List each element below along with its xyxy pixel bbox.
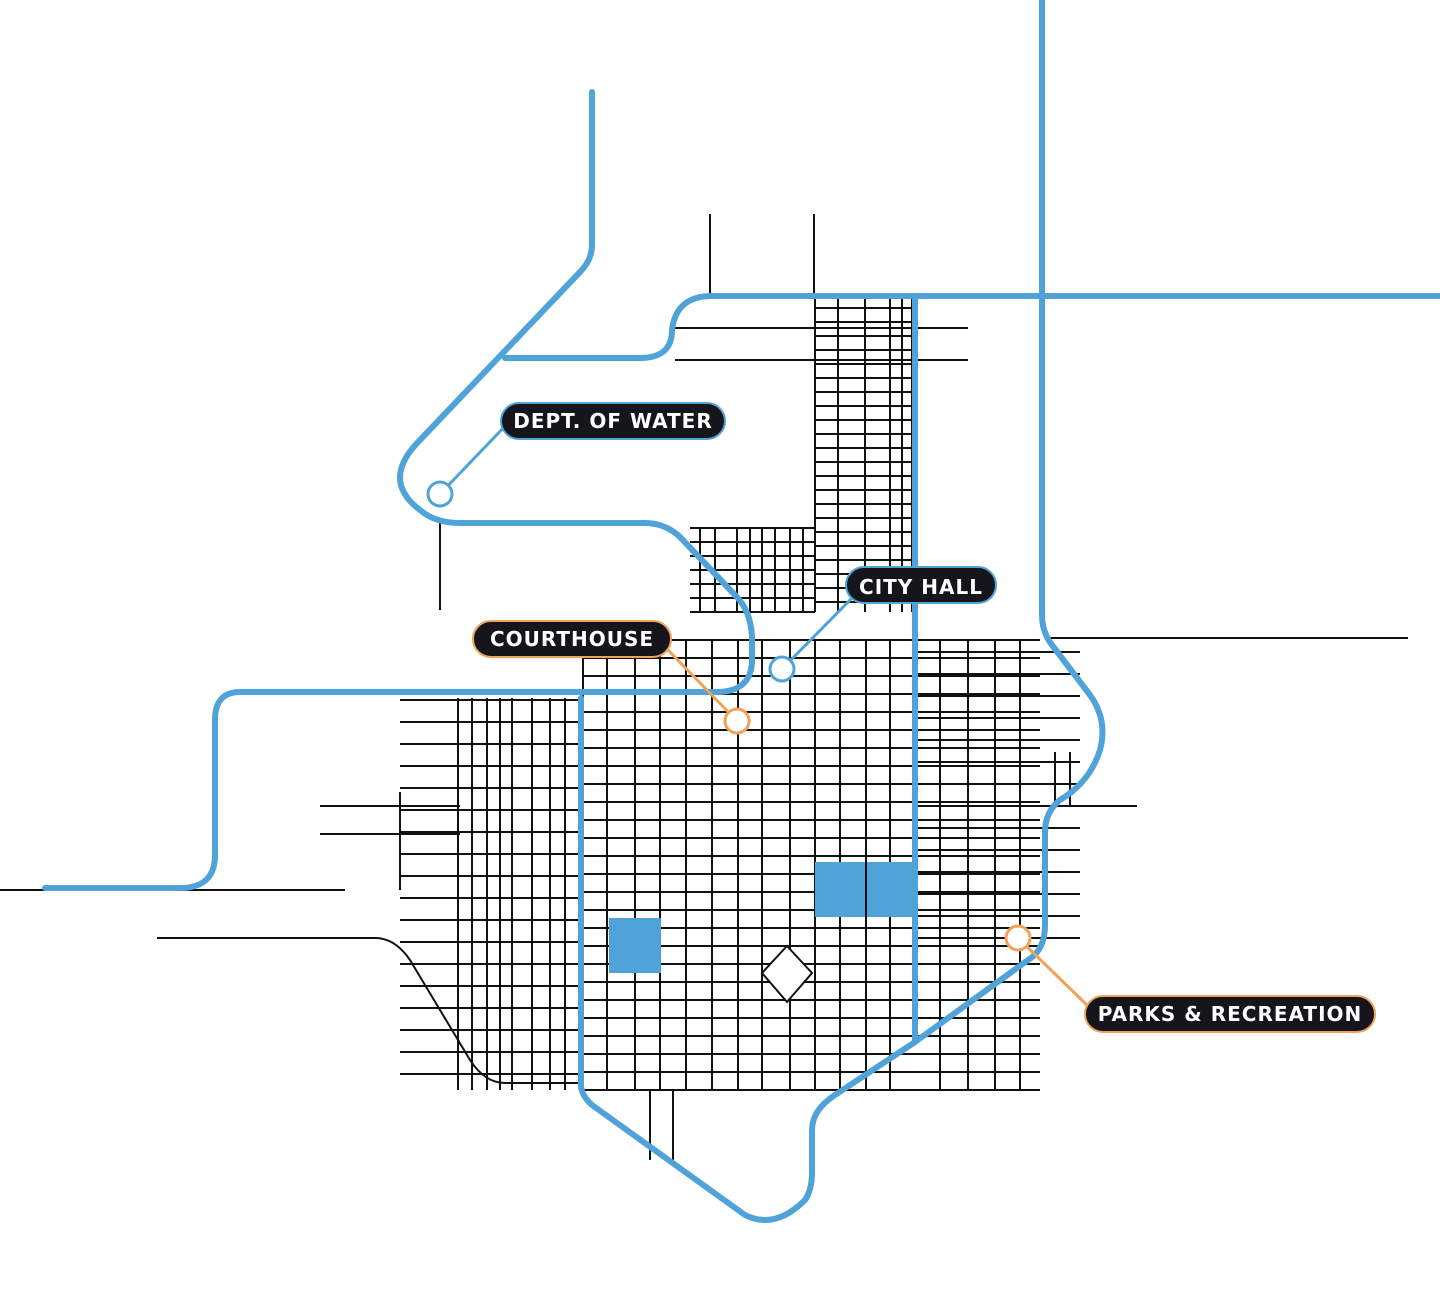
map-pin-icon[interactable] [426,480,454,508]
marker-courthouse[interactable] [666,648,751,735]
street [157,937,580,1084]
map-pin-icon[interactable] [1004,924,1032,952]
marker-city-hall[interactable] [768,596,854,683]
connector-line [438,421,510,496]
highway-south-loop [578,695,918,1223]
label-city-hall[interactable]: CITY HALL [845,566,997,604]
marker-dept-water[interactable] [426,421,510,508]
marker-parks-rec[interactable] [1004,924,1092,1010]
street-grid [0,214,1408,1160]
highway-east-vertical [912,0,1106,1045]
highway-network [42,0,1440,1223]
connector-line [1016,936,1092,1010]
label-dept-water[interactable]: DEPT. OF WATER [500,402,726,440]
highlight-block-west [609,918,661,973]
highway-north-loop [42,89,755,891]
map-pin-icon[interactable] [768,655,796,683]
map-pin-icon[interactable] [723,707,751,735]
label-courthouse[interactable]: COURTHOUSE [472,620,672,658]
highway-northwest-spur [502,293,1440,361]
connector-line [780,596,854,671]
connector-line [666,648,739,723]
diamond-plaza [760,944,814,1004]
label-parks-rec[interactable]: PARKS & RECREATION [1084,995,1376,1033]
